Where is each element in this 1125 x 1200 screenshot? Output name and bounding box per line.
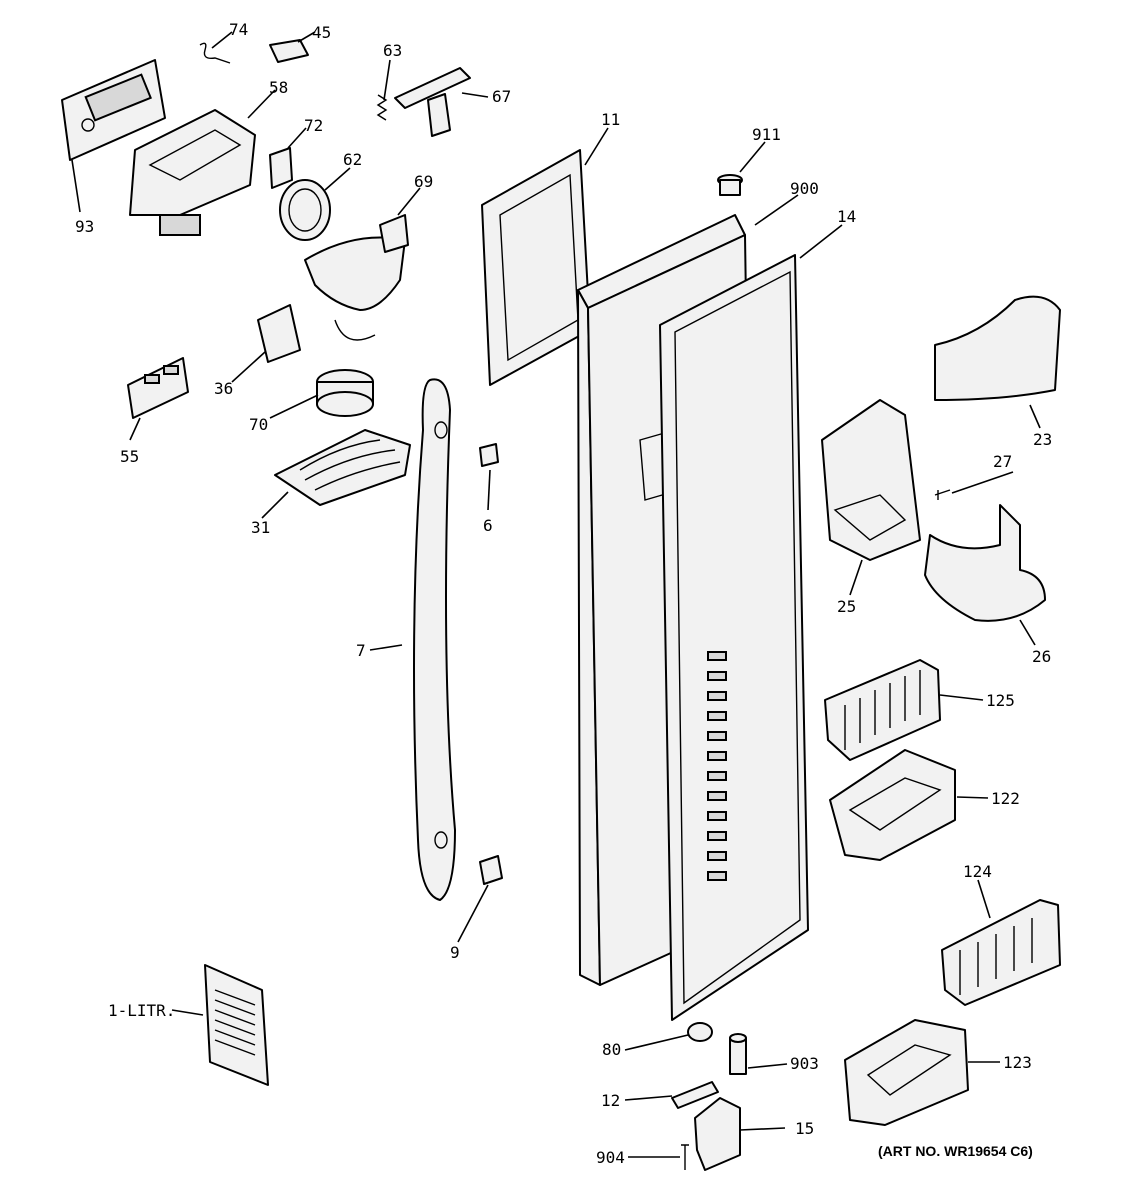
part-1-litr-booklet xyxy=(204,964,269,1086)
part-12-plate xyxy=(671,1081,719,1109)
part-11-frame xyxy=(481,149,591,386)
label-125: 125 xyxy=(986,691,1015,710)
part-25-shelf xyxy=(821,399,921,561)
part-67-shaft xyxy=(394,67,471,137)
label-62: 62 xyxy=(343,150,362,169)
part-31-drip-tray xyxy=(274,429,411,506)
label-23: 23 xyxy=(1033,430,1052,449)
label-55: 55 xyxy=(120,447,139,466)
part-6-screw xyxy=(479,443,499,467)
callout-labels: 74 45 63 67 58 72 62 69 93 11 911 900 14… xyxy=(75,20,1052,1167)
part-122-bin xyxy=(829,749,956,861)
part-74-spring xyxy=(199,42,231,64)
part-69-ice-chute xyxy=(304,214,409,341)
part-23-bin-cover xyxy=(934,295,1061,401)
part-9-screw xyxy=(479,855,503,885)
part-93-control-panel xyxy=(61,59,166,161)
label-904: 904 xyxy=(596,1148,625,1167)
part-70-ring xyxy=(316,369,374,417)
part-80-bushing xyxy=(687,1022,713,1042)
label-26: 26 xyxy=(1032,647,1051,666)
part-125-wire-bin xyxy=(824,659,941,761)
part-124-wire-bin xyxy=(941,899,1061,1006)
gasket-vent-slats xyxy=(707,651,727,881)
label-124: 124 xyxy=(963,862,992,881)
part-62-ring xyxy=(279,179,331,241)
part-15-hinge xyxy=(694,1097,741,1171)
part-14-gasket xyxy=(659,254,809,1021)
part-55-board xyxy=(127,357,189,419)
label-45: 45 xyxy=(312,23,331,42)
label-25: 25 xyxy=(837,597,856,616)
leader-lines xyxy=(71,31,1041,1158)
part-7-handle xyxy=(413,378,456,901)
part-27-screw xyxy=(934,489,951,500)
label-36: 36 xyxy=(214,379,233,398)
label-903: 903 xyxy=(790,1054,819,1073)
label-93: 93 xyxy=(75,217,94,236)
label-74: 74 xyxy=(229,20,248,39)
part-903-pin xyxy=(729,1033,747,1075)
label-11: 11 xyxy=(601,110,620,129)
label-63: 63 xyxy=(383,41,402,60)
label-27: 27 xyxy=(993,452,1012,471)
part-911-cap xyxy=(717,174,743,196)
label-1-litr: 1-LITR. xyxy=(108,1001,175,1020)
part-904-screw xyxy=(681,1144,689,1170)
label-70: 70 xyxy=(249,415,268,434)
label-9: 9 xyxy=(450,943,460,962)
part-45-bracket xyxy=(269,39,309,63)
label-122: 122 xyxy=(991,789,1020,808)
part-72-switch xyxy=(269,147,293,189)
label-6: 6 xyxy=(483,516,493,535)
label-15: 15 xyxy=(795,1119,814,1138)
label-7: 7 xyxy=(356,641,366,660)
label-72: 72 xyxy=(304,116,323,135)
label-58: 58 xyxy=(269,78,288,97)
art-number: (ART NO. WR19654 C6) xyxy=(878,1143,1033,1159)
part-26-bin xyxy=(924,504,1046,622)
label-14: 14 xyxy=(837,207,856,226)
label-31: 31 xyxy=(251,518,270,537)
label-123: 123 xyxy=(1003,1053,1032,1072)
label-911: 911 xyxy=(752,125,781,144)
part-123-bin xyxy=(844,1019,969,1126)
part-36-bracket xyxy=(257,304,301,363)
label-80: 80 xyxy=(602,1040,621,1059)
label-67: 67 xyxy=(492,87,511,106)
part-58-housing xyxy=(129,109,256,236)
label-12: 12 xyxy=(601,1091,620,1110)
label-900: 900 xyxy=(790,179,819,198)
label-69: 69 xyxy=(414,172,433,191)
